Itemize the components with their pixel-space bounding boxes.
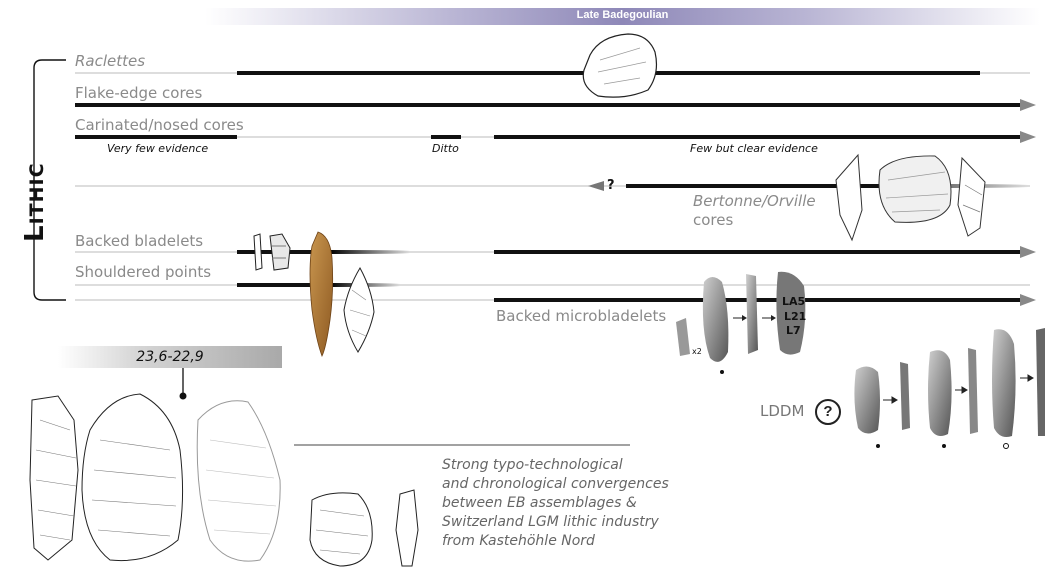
lddm-question-icon: ?: [815, 399, 841, 425]
row-label-carinated-cores: Carinated/nosed cores: [75, 116, 244, 134]
note-ditto: Ditto: [432, 142, 459, 155]
raclette-drawing: [583, 34, 656, 97]
lithic-first-letter: L: [20, 224, 50, 242]
convergence-line: Strong typo-technological: [442, 456, 669, 475]
shouldered-point-drawing: [344, 268, 374, 352]
bertonne-core-drawings: [836, 155, 985, 240]
lddm-label: LDDM: [760, 402, 804, 420]
bertonne-question-mark: ?: [607, 178, 615, 193]
lithic-rest: ITHIC: [26, 162, 48, 224]
kastehohle-drawings: [30, 394, 418, 566]
backed-bladelet-drawings: [254, 234, 290, 270]
shouldered-point-photo: [310, 232, 333, 356]
backed-bladelets-fade: [330, 250, 410, 254]
row-label-flake-edge-cores: Flake-edge cores: [75, 84, 202, 102]
bertonne-back-arrow: [588, 181, 604, 191]
convergence-line: between EB assemblages &: [442, 494, 669, 513]
date-band: 23,6-22,9: [58, 346, 282, 368]
convergence-text: Strong typo-technological and chronologi…: [442, 456, 669, 551]
row-label-backed-bladelets: Backed bladelets: [75, 232, 203, 250]
flake-edge-arrow: [1020, 99, 1036, 111]
convergence-line: Switzerland LGM lithic industry: [442, 513, 669, 532]
microbladelets-arrow: [1020, 294, 1036, 306]
convergence-line: from Kastehöhle Nord: [442, 532, 669, 551]
lithic-label: LITHIC: [20, 162, 50, 242]
row-label-backed-microbladelets: Backed microbladelets: [496, 307, 666, 325]
backed-bladelets-arrow: [1020, 246, 1036, 258]
carinated-arrow: [1020, 131, 1036, 143]
row-label-raclettes: Raclettes: [75, 52, 145, 70]
svg-text:L21: L21: [784, 310, 806, 323]
note-x2: x2: [692, 347, 702, 356]
row-label-bertonne-line2: cores: [693, 211, 733, 229]
convergence-line: and chronological convergences: [442, 475, 669, 494]
row-label-shouldered-points: Shouldered points: [75, 263, 211, 281]
row-label-bertonne-line1: Bertonne/Orville: [693, 192, 816, 210]
svg-text:L7: L7: [786, 324, 801, 337]
date-range-label: 23,6-22,9: [58, 349, 282, 365]
lddm-photos: [854, 328, 1045, 449]
date-marker-dot: [180, 393, 187, 400]
note-few-clear: Few but clear evidence: [690, 142, 818, 155]
note-very-few: Very few evidence: [107, 142, 208, 155]
microbladelet-photos: LA5 L21 L7: [676, 272, 806, 374]
svg-text:LA5: LA5: [782, 295, 805, 308]
